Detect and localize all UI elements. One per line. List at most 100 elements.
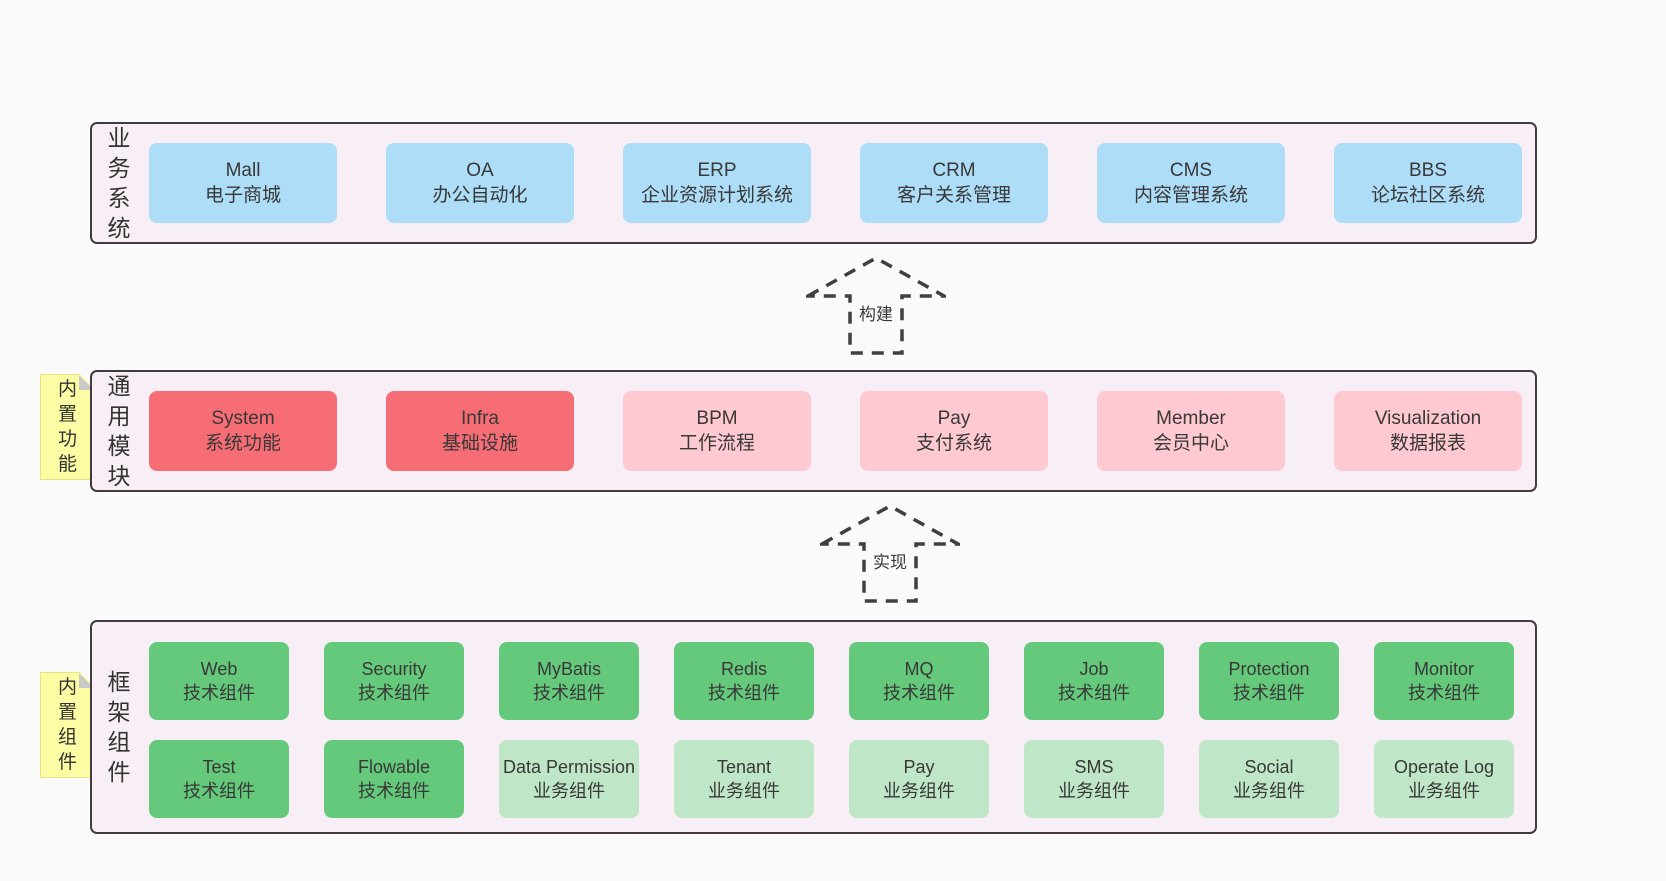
sticky-built-in-features: 内置功能 bbox=[40, 374, 95, 480]
box-infra: Infra 基础设施 bbox=[386, 391, 574, 471]
box-title: Infra bbox=[460, 408, 500, 429]
box-title: Data Permission bbox=[502, 757, 636, 777]
sticky-label: 内置组件 bbox=[57, 677, 77, 773]
box-title: Protection bbox=[1228, 659, 1310, 679]
box-title: BPM bbox=[696, 408, 738, 429]
box-job: Job 技术组件 bbox=[1024, 642, 1164, 720]
box-title: Tenant bbox=[716, 757, 772, 777]
box-subtitle: 技术组件 bbox=[358, 683, 430, 703]
sticky-built-in-components: 内置组件 bbox=[40, 672, 95, 778]
box-subtitle: 业务组件 bbox=[883, 781, 955, 801]
box-title: Member bbox=[1156, 408, 1226, 429]
box-title: Flowable bbox=[357, 757, 431, 777]
box-title: CRM bbox=[932, 160, 976, 181]
box-social: Social 业务组件 bbox=[1199, 740, 1339, 818]
box-web: Web 技术组件 bbox=[149, 642, 289, 720]
framework-components-row-2: Test 技术组件 Flowable 技术组件 Data Permission … bbox=[149, 740, 1514, 818]
box-bbs: BBS 论坛社区系统 bbox=[1334, 143, 1522, 223]
panel-label-framework-components: 框架组件 bbox=[107, 669, 131, 785]
up-arrow-icon bbox=[806, 256, 946, 355]
framework-components-row-1: Web 技术组件 Security 技术组件 MyBatis 技术组件 Redi… bbox=[149, 642, 1514, 720]
box-title: Monitor bbox=[1413, 659, 1475, 679]
box-tenant: Tenant 业务组件 bbox=[674, 740, 814, 818]
panel-label-common-modules: 通用模块 bbox=[107, 373, 131, 489]
build-arrow: 构建 bbox=[806, 256, 946, 356]
box-security: Security 技术组件 bbox=[324, 642, 464, 720]
box-subtitle: 企业资源计划系统 bbox=[640, 185, 793, 206]
box-subtitle: 数据报表 bbox=[1389, 433, 1466, 454]
box-protection: Protection 技术组件 bbox=[1199, 642, 1339, 720]
box-title: Pay bbox=[903, 757, 935, 777]
box-crm: CRM 客户关系管理 bbox=[860, 143, 1048, 223]
box-mybatis: MyBatis 技术组件 bbox=[499, 642, 639, 720]
box-mall: Mall 电子商城 bbox=[149, 143, 337, 223]
box-operate-log: Operate Log 业务组件 bbox=[1374, 740, 1514, 818]
box-title: ERP bbox=[697, 160, 737, 181]
box-subtitle: 业务组件 bbox=[1058, 781, 1130, 801]
box-oa: OA 办公自动化 bbox=[386, 143, 574, 223]
up-arrow-icon bbox=[820, 504, 960, 603]
box-title: Security bbox=[361, 659, 427, 679]
box-title: BBS bbox=[1408, 160, 1448, 181]
common-modules-panel: 通用模块 System 系统功能 Infra 基础设施 BPM 工作流程 Pay… bbox=[90, 370, 1537, 492]
box-sms: SMS 业务组件 bbox=[1024, 740, 1164, 818]
arrow-label: 构建 bbox=[856, 300, 896, 325]
box-subtitle: 业务组件 bbox=[1233, 781, 1305, 801]
box-subtitle: 业务组件 bbox=[533, 781, 605, 801]
box-subtitle: 技术组件 bbox=[708, 683, 780, 703]
box-subtitle: 电子商城 bbox=[204, 185, 281, 206]
box-subtitle: 业务组件 bbox=[708, 781, 780, 801]
box-subtitle: 技术组件 bbox=[183, 781, 255, 801]
box-subtitle: 支付系统 bbox=[915, 433, 992, 454]
box-title: Web bbox=[200, 659, 238, 679]
box-subtitle: 系统功能 bbox=[204, 433, 281, 454]
box-subtitle: 论坛社区系统 bbox=[1370, 185, 1485, 206]
box-mq: MQ 技术组件 bbox=[849, 642, 989, 720]
box-title: Job bbox=[1079, 659, 1109, 679]
box-subtitle: 内容管理系统 bbox=[1133, 185, 1248, 206]
panel-label-business-systems: 业务系统 bbox=[107, 125, 131, 241]
box-system: System 系统功能 bbox=[149, 391, 337, 471]
arrow-label: 实现 bbox=[870, 548, 910, 573]
box-subtitle: 工作流程 bbox=[678, 433, 755, 454]
business-systems-row: Mall 电子商城 OA 办公自动化 ERP 企业资源计划系统 CRM 客户关系… bbox=[149, 143, 1522, 223]
box-test: Test 技术组件 bbox=[149, 740, 289, 818]
box-subtitle: 技术组件 bbox=[183, 683, 255, 703]
business-systems-panel: 业务系统 Mall 电子商城 OA 办公自动化 ERP 企业资源计划系统 CRM… bbox=[90, 122, 1537, 244]
box-title: Redis bbox=[720, 659, 768, 679]
box-cms: CMS 内容管理系统 bbox=[1097, 143, 1285, 223]
box-title: MQ bbox=[904, 659, 934, 679]
box-subtitle: 技术组件 bbox=[883, 683, 955, 703]
box-member: Member 会员中心 bbox=[1097, 391, 1285, 471]
box-subtitle: 技术组件 bbox=[533, 683, 605, 703]
box-subtitle: 办公自动化 bbox=[432, 185, 528, 206]
box-erp: ERP 企业资源计划系统 bbox=[623, 143, 811, 223]
box-subtitle: 客户关系管理 bbox=[896, 185, 1011, 206]
framework-components-panel: 框架组件 Web 技术组件 Security 技术组件 MyBatis 技术组件… bbox=[90, 620, 1537, 834]
box-bpm: BPM 工作流程 bbox=[623, 391, 811, 471]
box-subtitle: 基础设施 bbox=[441, 433, 518, 454]
box-title: Pay bbox=[937, 408, 971, 429]
box-title: Visualization bbox=[1374, 408, 1482, 429]
box-title: Mall bbox=[225, 160, 261, 181]
box-title: System bbox=[211, 408, 275, 429]
common-modules-row: System 系统功能 Infra 基础设施 BPM 工作流程 Pay 支付系统… bbox=[149, 391, 1522, 471]
box-redis: Redis 技术组件 bbox=[674, 642, 814, 720]
box-title: MyBatis bbox=[536, 659, 601, 679]
box-title: Operate Log bbox=[1393, 757, 1495, 777]
sticky-label: 内置功能 bbox=[57, 379, 77, 475]
box-monitor: Monitor 技术组件 bbox=[1374, 642, 1514, 720]
box-title: CMS bbox=[1169, 160, 1213, 181]
implement-arrow: 实现 bbox=[820, 504, 960, 604]
box-title: Test bbox=[202, 757, 236, 777]
box-title: SMS bbox=[1074, 757, 1114, 777]
box-subtitle: 技术组件 bbox=[358, 781, 430, 801]
box-pay-component: Pay 业务组件 bbox=[849, 740, 989, 818]
box-subtitle: 业务组件 bbox=[1408, 781, 1480, 801]
box-subtitle: 会员中心 bbox=[1152, 433, 1229, 454]
box-subtitle: 技术组件 bbox=[1058, 683, 1130, 703]
box-flowable: Flowable 技术组件 bbox=[324, 740, 464, 818]
box-subtitle: 技术组件 bbox=[1408, 683, 1480, 703]
box-pay-system: Pay 支付系统 bbox=[860, 391, 1048, 471]
box-title: Social bbox=[1244, 757, 1294, 777]
